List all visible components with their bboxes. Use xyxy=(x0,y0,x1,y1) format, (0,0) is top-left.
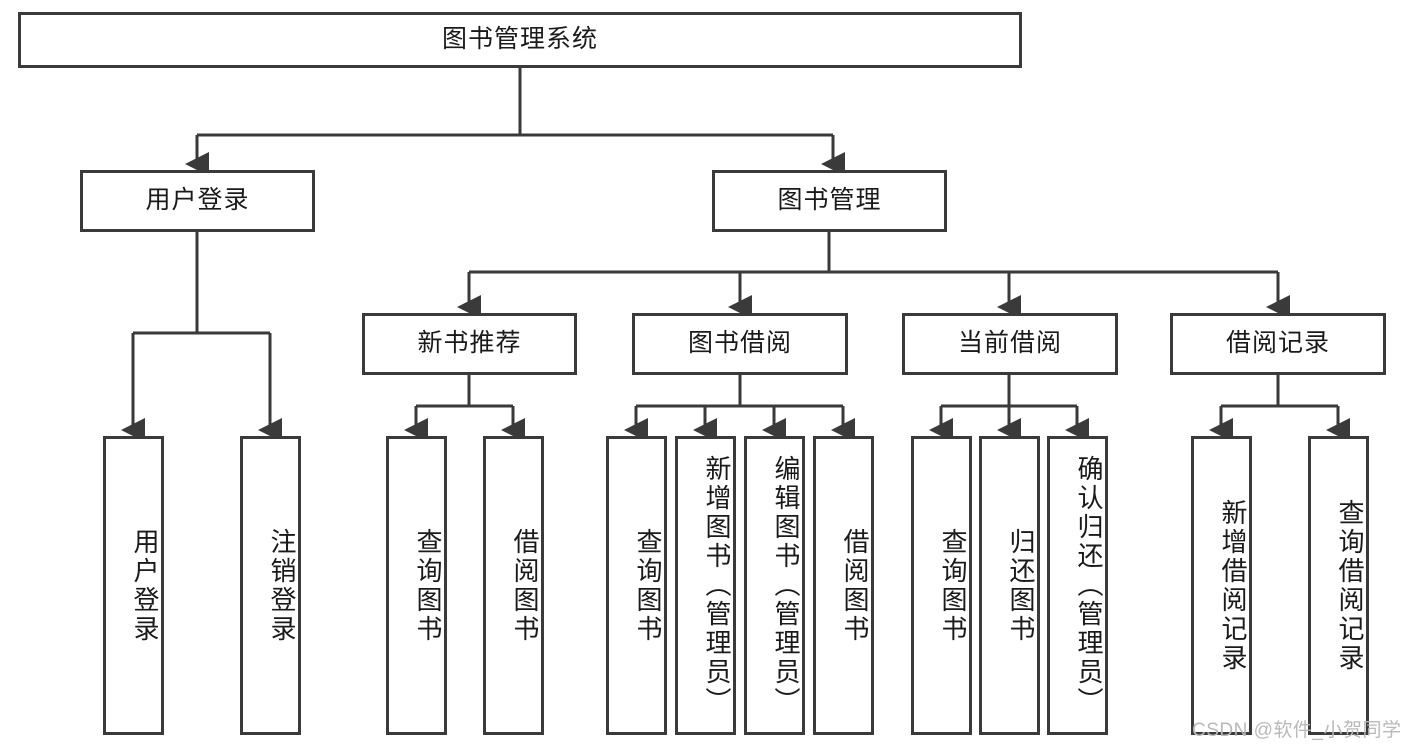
node-book-management[interactable]: 图书管理 xyxy=(712,170,947,232)
leaf-label: 归还图书 xyxy=(1006,527,1036,644)
leaf-label: 新增图书（管理员） xyxy=(702,455,732,716)
node-user-login[interactable]: 用户登录 xyxy=(80,170,315,232)
leaf-borrow-record-add[interactable]: 新增借阅记录 xyxy=(1191,436,1252,735)
leaf-label: 确认归还（管理员） xyxy=(1074,455,1104,716)
leaf-label: 用户登录 xyxy=(130,527,160,644)
leaf-current-borrow-query[interactable]: 查询图书 xyxy=(911,436,972,735)
csdn-watermark: CSDN @软件_小贺同学 xyxy=(1192,720,1402,741)
leaf-label: 查询图书 xyxy=(413,527,443,644)
leaf-label: 查询借阅记录 xyxy=(1335,498,1365,673)
node-borrow-record[interactable]: 借阅记录 xyxy=(1170,313,1386,375)
node-root-system[interactable]: 图书管理系统 xyxy=(18,12,1022,68)
leaf-new-book-borrow[interactable]: 借阅图书 xyxy=(483,436,544,735)
leaf-user-login-signout[interactable]: 注销登录 xyxy=(240,436,301,735)
leaf-current-borrow-confirm-admin[interactable]: 确认归还（管理员） xyxy=(1047,436,1108,735)
leaf-new-book-query[interactable]: 查询图书 xyxy=(386,436,447,735)
leaf-borrow-record-query[interactable]: 查询借阅记录 xyxy=(1308,436,1369,735)
leaf-book-borrow-edit-admin[interactable]: 编辑图书（管理员） xyxy=(744,436,805,735)
node-new-book-recommend[interactable]: 新书推荐 xyxy=(362,313,577,375)
leaf-label: 新增借阅记录 xyxy=(1218,498,1248,673)
leaf-current-borrow-return[interactable]: 归还图书 xyxy=(979,436,1040,735)
leaf-user-login-signin[interactable]: 用户登录 xyxy=(103,436,164,735)
leaf-label: 借阅图书 xyxy=(840,527,870,644)
leaf-book-borrow-borrow[interactable]: 借阅图书 xyxy=(813,436,874,735)
leaf-label: 查询图书 xyxy=(938,527,968,644)
leaf-book-borrow-query[interactable]: 查询图书 xyxy=(606,436,667,735)
leaf-label: 注销登录 xyxy=(267,527,297,644)
leaf-label: 编辑图书（管理员） xyxy=(771,455,801,716)
leaf-label: 借阅图书 xyxy=(510,527,540,644)
node-current-borrow[interactable]: 当前借阅 xyxy=(902,313,1118,375)
leaf-book-borrow-add-admin[interactable]: 新增图书（管理员） xyxy=(675,436,736,735)
leaf-label: 查询图书 xyxy=(633,527,663,644)
node-book-borrow[interactable]: 图书借阅 xyxy=(632,313,848,375)
